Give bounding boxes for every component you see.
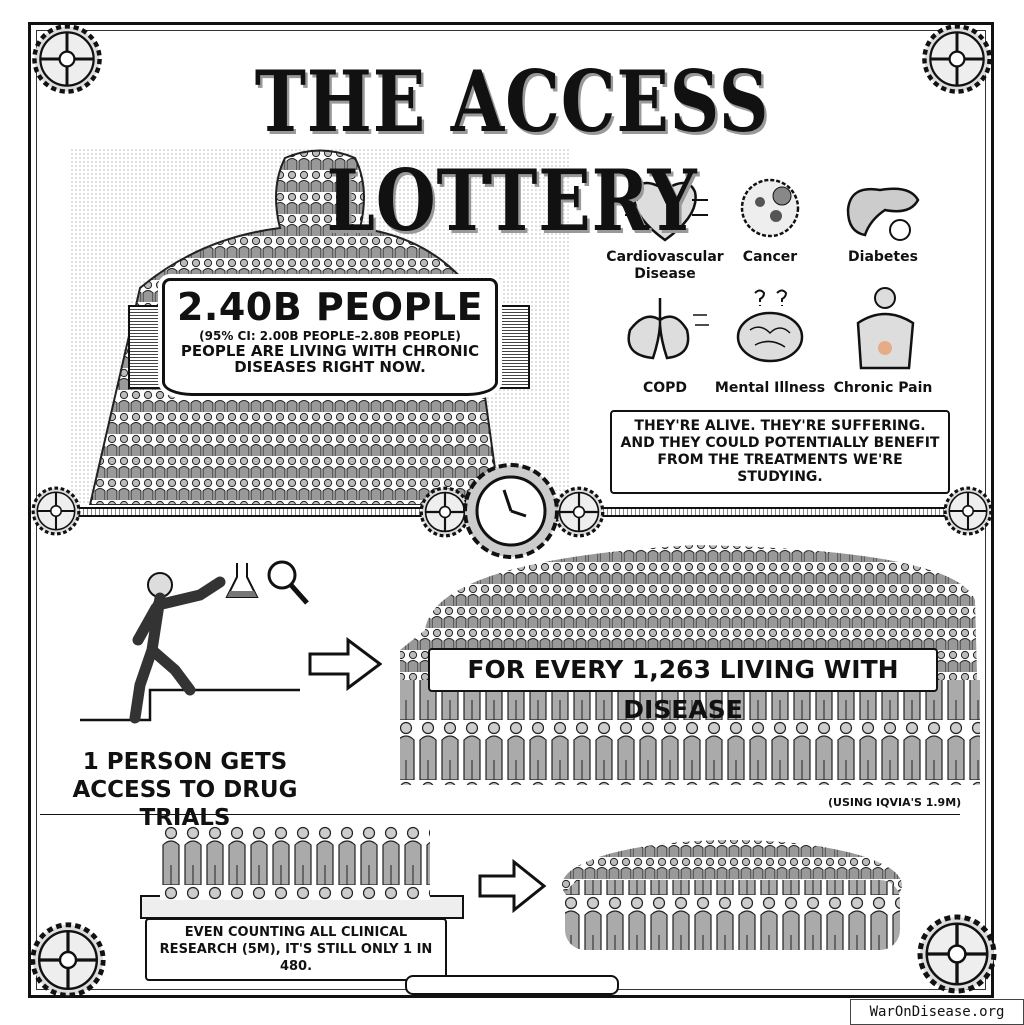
ratio-box: FOR EVERY 1,263 LIVING WITH DISEASE <box>428 648 938 724</box>
lungs-icon <box>627 298 709 360</box>
clock-icon <box>463 463 559 559</box>
suffering-note: THEY'RE ALIVE. THEY'RE SUFFERING. AND TH… <box>610 410 950 494</box>
disease-label: COPD <box>642 380 688 396</box>
all-research-note: EVEN COUNTING ALL CLINICAL RESEARCH (5M)… <box>145 918 447 981</box>
back-pain-icon <box>856 287 915 370</box>
headline-banner: 2.40B PEOPLE (95% CI: 2.00B PEOPLE–2.80B… <box>162 278 498 396</box>
disease-grid: Cardiovascular Disease Cancer Diabetes C… <box>595 165 945 405</box>
gear-icon <box>552 485 606 539</box>
disease-label: Cardiovascular Disease <box>606 249 724 282</box>
researchers-group-illustration <box>160 825 430 900</box>
watermark: WarOnDisease.org <box>850 999 1024 1025</box>
disease-label: Chronic Pain <box>833 380 933 396</box>
heart-icon <box>625 181 708 242</box>
gear-icon <box>28 920 108 1000</box>
access-text: 1 PERSON GETS ACCESS TO DRUG TRIALS <box>72 749 298 831</box>
pancreas-icon <box>846 187 920 241</box>
crowd-illustration <box>562 840 902 950</box>
gear-icon <box>30 485 82 537</box>
arrow-right-icon <box>478 858 547 914</box>
section-divider <box>40 814 960 815</box>
disease-label: Cancer <box>742 249 798 265</box>
headline-value: 2.40B PEOPLE <box>176 285 484 329</box>
headline-ci: (95% CI: 2.00B PEOPLE–2.80B PEOPLE) <box>199 329 461 343</box>
arrow-right-icon <box>308 637 382 691</box>
brain-icon <box>736 289 804 363</box>
person-reaching-illustration <box>80 572 300 724</box>
page-title: THE ACCESS LOTTERY <box>254 52 770 250</box>
disease-label: Mental Illness <box>714 380 826 396</box>
flask-magnifier-icon <box>225 560 309 605</box>
cancer-cell-icon <box>740 178 800 238</box>
nameplate <box>405 975 619 995</box>
headline-text: PEOPLE ARE LIVING WITH CHRONIC DISEASES … <box>180 342 480 376</box>
gear-icon <box>915 912 999 996</box>
source-note: (USING IQVIA'S 1.9M) <box>828 796 962 809</box>
disease-label: Diabetes <box>848 249 918 265</box>
gear-icon <box>942 485 994 537</box>
outer-frame <box>28 22 994 998</box>
